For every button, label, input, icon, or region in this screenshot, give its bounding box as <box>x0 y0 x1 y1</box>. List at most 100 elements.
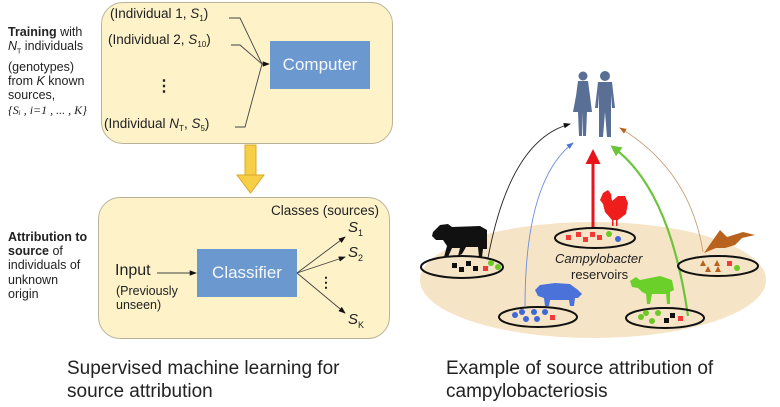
var-s: S <box>348 311 359 328</box>
input-note: (Previously unseen) <box>116 284 178 312</box>
sub-t: T <box>17 48 22 56</box>
sub: 5 <box>200 124 205 133</box>
attribution-label-text: origin <box>8 286 39 301</box>
var-n: N <box>169 116 180 131</box>
reservoir-cattle <box>420 255 504 279</box>
marker-blue-circle <box>512 312 518 318</box>
marker-brown-triangle <box>714 260 720 266</box>
arrow-sheep-to-humans <box>610 145 690 317</box>
arrow-bird-to-humans <box>619 127 704 253</box>
humans-icon <box>573 71 615 137</box>
marker-black-square <box>452 263 457 268</box>
marker-blue-circle <box>523 316 529 322</box>
marker-blue-circle <box>519 309 525 315</box>
marker-red-square <box>597 235 602 240</box>
input-note-line: unseen) <box>116 298 162 312</box>
marker-green-circle <box>606 231 612 237</box>
marker-blue-circle <box>531 309 537 315</box>
connector-line <box>235 63 263 128</box>
caption-line: Example of source attribution of <box>446 358 714 379</box>
arrow-pig-to-humans <box>524 142 574 307</box>
attribution-panel <box>98 197 390 339</box>
training-ellipsis: ⋮ <box>156 78 172 95</box>
marker-red-square <box>550 315 555 320</box>
training-label-text: sources, <box>8 88 56 103</box>
training-label-text: individuals <box>21 39 84 54</box>
training-label-text: (genotypes) <box>8 59 75 74</box>
left-caption: Supervised machine learning for source a… <box>67 357 340 403</box>
classes-heading: Classes (sources) <box>271 203 380 218</box>
caption-line: source attribution <box>67 381 213 402</box>
right-caption: Example of source attribution of campylo… <box>446 357 713 403</box>
connector-line <box>231 44 263 65</box>
individual-text: (Individual 2, <box>108 32 189 47</box>
arrow-to-sk <box>296 272 346 314</box>
marker-red-square <box>483 266 488 271</box>
class-s2: S2 <box>348 244 363 263</box>
marker-brown-triangle <box>700 260 706 266</box>
chicken-icon <box>600 190 628 226</box>
training-description: Training with NT individuals (genotypes)… <box>8 25 96 117</box>
individual-text: , <box>183 116 192 131</box>
var-s: S <box>190 6 200 21</box>
marker-green-circle <box>495 264 501 270</box>
source-set-formula: {Sᵢ , i=1 , ... , K} <box>8 102 87 117</box>
training-label-text: with <box>56 25 83 39</box>
classifier-box: Classifier <box>197 249 297 297</box>
marker-red-square <box>590 232 595 237</box>
individual-text: ) <box>203 6 209 21</box>
training-label-bold: Training <box>8 25 57 39</box>
pig-icon <box>535 283 582 306</box>
attribution-label-text: of <box>49 244 63 259</box>
marker-red-square <box>727 261 732 266</box>
marker-black-square <box>459 267 464 272</box>
training-label-text: known <box>44 74 85 89</box>
marker-black-square <box>466 261 471 266</box>
var-n: N <box>8 39 18 54</box>
sheep-icon <box>630 276 674 304</box>
class-s1: S1 <box>348 219 363 238</box>
training-label-text: from <box>8 74 37 89</box>
individual-text: ) <box>204 116 210 131</box>
sub: 1 <box>199 14 204 23</box>
reservoir-pig <box>498 306 578 328</box>
connector-line <box>229 17 263 65</box>
marker-blue-circle <box>542 309 548 315</box>
cattle-icon <box>432 224 487 257</box>
individual-text: (Individual 1, <box>110 6 191 21</box>
var-k: K <box>36 74 45 89</box>
var-s: S <box>348 244 359 261</box>
marker-blue-circle <box>534 316 540 322</box>
sub: T <box>179 124 184 133</box>
attribution-label-text: unknown <box>8 272 59 287</box>
arrow-cattle-to-humans <box>487 123 571 259</box>
training-individual-n: (Individual NT, S5) <box>104 116 209 133</box>
attribution-label-text: individuals of <box>8 258 81 273</box>
marker-black-square <box>664 318 669 323</box>
sub: 1 <box>358 228 364 238</box>
computer-box: Computer <box>270 41 370 89</box>
var-s: S <box>348 219 359 236</box>
arrow-to-s2 <box>296 256 346 274</box>
input-label: Input <box>115 262 151 279</box>
individual-text: (Individual <box>104 116 170 131</box>
input-note-line: (Previously <box>116 284 178 298</box>
arrow-to-s1 <box>296 236 346 274</box>
wild-bird-icon <box>704 230 755 253</box>
training-individual-1: (Individual 1, S1) <box>110 6 208 23</box>
reservoir-sheep <box>625 307 705 329</box>
marker-brown-triangle <box>705 266 711 272</box>
marker-blue-circle <box>615 236 621 242</box>
marker-red-square <box>576 232 581 237</box>
reservoirs-label: reservoirs <box>571 267 629 282</box>
campylobacter-label: Campylobacter <box>555 251 643 266</box>
class-sk: SK <box>348 311 364 330</box>
marker-green-circle <box>643 310 649 316</box>
sub: 10 <box>197 40 207 49</box>
marker-green-circle <box>649 318 655 324</box>
marker-green-circle <box>734 265 740 271</box>
individual-text: ) <box>206 32 211 47</box>
marker-green-circle <box>488 260 494 266</box>
